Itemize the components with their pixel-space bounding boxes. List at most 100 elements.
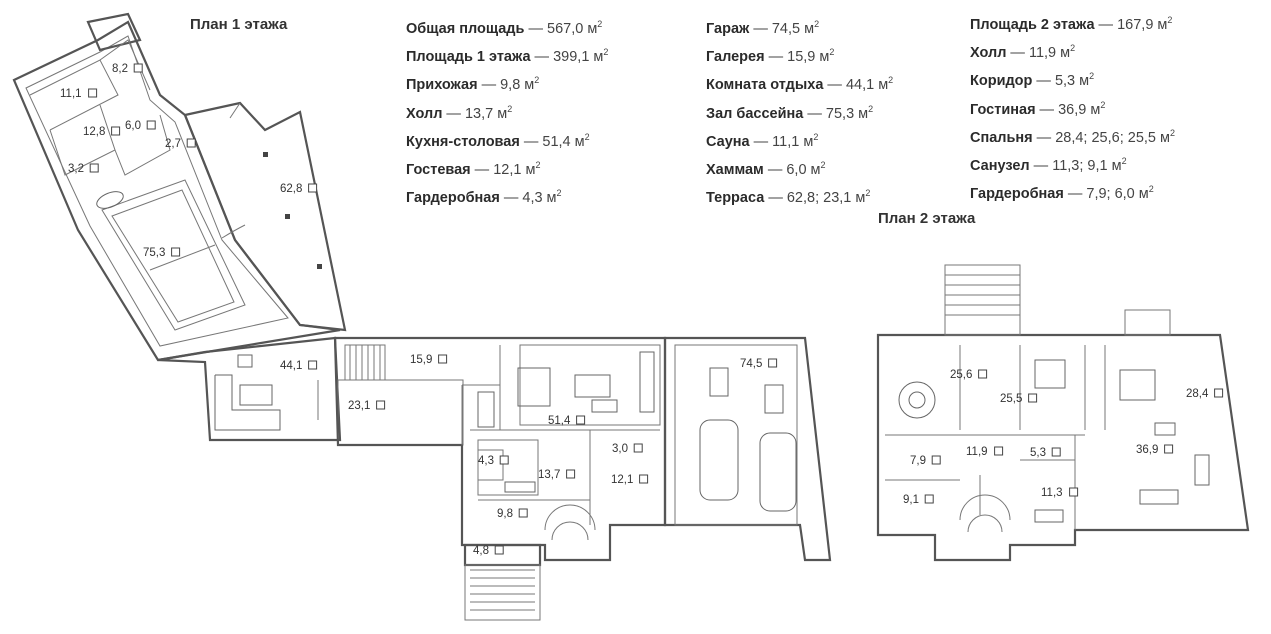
- legend-row: Кухня-столовая — 51,4 м2: [406, 131, 590, 150]
- legend-room-name: Зал бассейна: [706, 105, 804, 122]
- floor1-room-area-label: 62,8: [280, 183, 302, 195]
- legend-area-value: 12,1 м: [493, 162, 536, 178]
- legend-room-name: Гараж: [706, 20, 750, 37]
- legend-row: Спальня — 28,4; 25,6; 25,5 м2: [970, 127, 1175, 146]
- floor2-outline: [876, 333, 1250, 562]
- legend-row: Коридор — 5,3 м2: [970, 71, 1095, 90]
- legend-area-value: 9,8 м: [500, 77, 535, 94]
- legend-area-value: 28,4; 25,6; 25,5 м: [1055, 129, 1170, 146]
- floor1-room-area-label: 3,2: [68, 163, 84, 175]
- floor1-room-area-label: 3,0: [612, 443, 628, 455]
- floor2-room-area-label: 11,3: [1041, 487, 1063, 499]
- legend-column-1: Общая площадь — 567,0 м2 Площадь 1 этажа …: [406, 13, 608, 211]
- recreation-room-outline: [157, 336, 342, 442]
- floor1-room-area-label: 4,3: [478, 455, 494, 467]
- legend-area-value: 44,1 м: [845, 77, 889, 94]
- legend-room-name: Коридор: [970, 73, 1033, 90]
- legend-room-name: Площадь 2 этажа: [970, 16, 1095, 33]
- legend-unit-superscript: 2: [534, 75, 540, 86]
- legend-unit-superscript: 2: [888, 75, 894, 86]
- floor2-plan-title: План 2 этажа: [878, 210, 976, 227]
- legend-area-value: 7,9; 6,0 м: [1086, 186, 1149, 203]
- room-marker-square: [978, 369, 988, 379]
- room-marker-square: [924, 494, 934, 504]
- legend-row: Гостевая — 12,1 м2: [406, 160, 541, 178]
- legend-room-name: Гардеробная: [406, 190, 500, 207]
- legend-row: Санузел — 11,3; 9,1 м2: [970, 156, 1127, 174]
- legend-unit-superscript: 2: [507, 103, 513, 114]
- floor1-room-area-label: 23,1: [348, 400, 370, 412]
- garage-outline: [663, 336, 832, 562]
- legend-unit-superscript: 2: [813, 131, 819, 142]
- legend-row: Гардеробная — 4,3 м2: [406, 188, 562, 207]
- floor2-room-area-label: 36,9: [1136, 444, 1158, 456]
- floor2-room-area-label: 25,6: [950, 369, 972, 381]
- legend-row: Прихожая — 9,8 м2: [406, 75, 540, 94]
- legend-area-value: 51,4 м: [542, 133, 585, 150]
- room-marker-square: [994, 446, 1004, 456]
- legend-room-name: Холл: [406, 105, 443, 122]
- legend-area-value: 62,8; 23,1 м: [786, 190, 866, 207]
- floor2-room-area-label: 11,9: [966, 446, 988, 458]
- room-marker-square: [1051, 447, 1061, 457]
- room-marker-square: [1028, 393, 1038, 403]
- legend-area-value: 5,3 м: [1054, 73, 1090, 90]
- room-marker-square: [931, 455, 941, 465]
- legend-area-value: 4,3 м: [522, 190, 557, 207]
- room-marker-square: [768, 358, 778, 368]
- legend-room-name: Терраса: [706, 190, 765, 207]
- room-marker-square: [639, 474, 649, 484]
- legend-unit-superscript: 2: [603, 47, 609, 58]
- floor2-plan: [876, 264, 1250, 562]
- legend-area-value: 399,1 м: [553, 49, 604, 66]
- legend-room-name: Площадь 1 этажа: [406, 49, 531, 66]
- legend-row: Площадь 1 этажа — 399,1 м2: [406, 47, 609, 66]
- floor1-room-area-label: 11,1: [60, 88, 82, 100]
- pool: [101, 179, 246, 331]
- room-marker-square: [308, 183, 318, 193]
- legend-area-value: 74,5 м: [771, 20, 815, 37]
- legend-room-name: Прихожая: [406, 77, 478, 94]
- room-marker-square: [438, 354, 448, 364]
- room-marker-square: [88, 88, 98, 98]
- legend-area-value: 36,9 м: [1058, 101, 1101, 118]
- room-marker-square: [146, 120, 156, 130]
- legend-unit-superscript: 2: [556, 188, 562, 199]
- room-marker-square: [171, 247, 181, 257]
- room-marker-square: [1214, 388, 1224, 398]
- legend-area-value: 11,9 м: [1028, 45, 1071, 62]
- floor1-room-area-label: 6,0: [125, 120, 141, 132]
- legend-room-name: Общая площадь: [406, 20, 525, 37]
- floor2-room-area-label: 7,9: [910, 455, 926, 467]
- legend-row: Общая площадь — 567,0 м2: [406, 19, 603, 37]
- legend-row: Гостиная — 36,9 м2: [970, 99, 1106, 118]
- room-marker-square: [566, 469, 576, 479]
- legend-area-value: 567,0 м: [547, 20, 598, 37]
- legend-row: Холл — 13,7 м2: [406, 103, 513, 122]
- legend-room-name: Спальня: [970, 129, 1033, 146]
- legend-unit-superscript: 2: [1169, 127, 1175, 138]
- legend-room-name: Холл: [970, 45, 1007, 62]
- top-entry-box: [86, 12, 142, 52]
- legend-row: Гараж — 74,5 м2: [706, 19, 820, 37]
- legend-area-value: 15,9 м: [787, 49, 830, 66]
- legend-unit-superscript: 2: [865, 188, 871, 199]
- legend-row: Комната отдыха — 44,1 м2: [706, 75, 894, 94]
- legend-unit-superscript: 2: [814, 19, 820, 29]
- legend-unit-superscript: 2: [1148, 184, 1154, 195]
- floor1-room-area-label: 13,7: [538, 469, 560, 481]
- legend-area-value: 6,0 м: [786, 162, 821, 178]
- legend-unit-superscript: 2: [868, 103, 874, 114]
- floor1-room-area-label: 74,5: [740, 358, 762, 370]
- floor1-room-area-label: 51,4: [548, 415, 571, 427]
- floor1-room-area-label: 8,2: [112, 63, 128, 75]
- legend-row: Площадь 2 этажа — 167,9 м2: [970, 15, 1173, 33]
- legend-unit-superscript: 2: [829, 47, 835, 58]
- legend-area-value: 167,9 м: [1117, 16, 1168, 33]
- legend-row: Холл — 11,9 м2: [970, 43, 1076, 62]
- legend-area-value: 13,7 м: [464, 105, 508, 122]
- room-marker-square: [1069, 487, 1079, 497]
- legend-unit-superscript: 2: [597, 19, 603, 29]
